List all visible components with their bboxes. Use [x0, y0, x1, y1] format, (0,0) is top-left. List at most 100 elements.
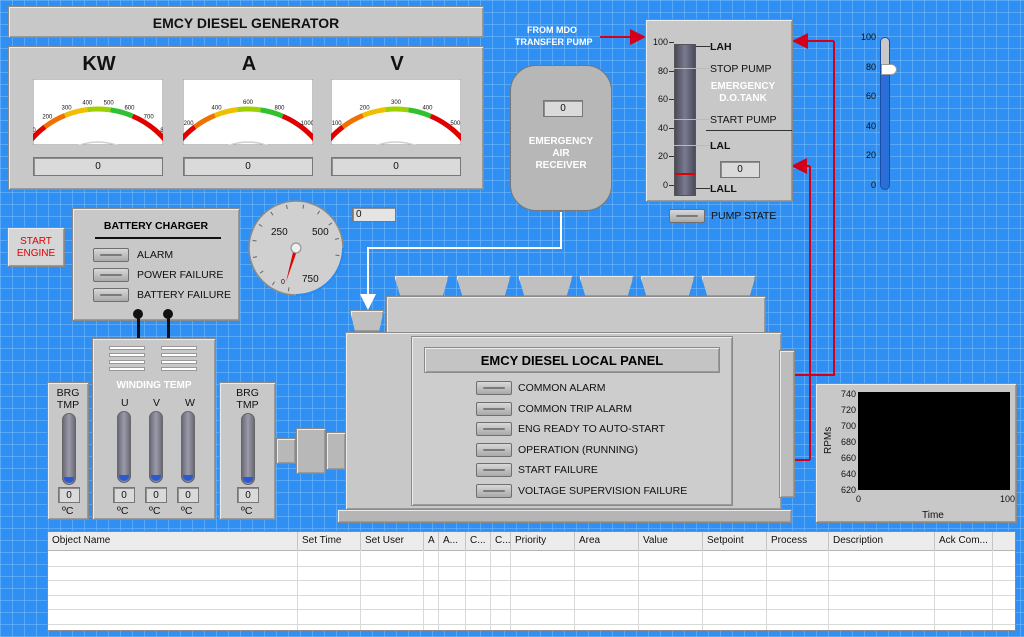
column-header-4[interactable]: A... — [439, 532, 466, 550]
battery-power-failure-led — [93, 268, 129, 282]
phase-u-label: U — [121, 397, 129, 409]
meter-0-tick-7: 700 — [144, 115, 155, 121]
battery-terminal-right — [163, 309, 173, 319]
table-column-line — [934, 550, 935, 630]
column-header-2[interactable]: Set User — [361, 532, 424, 550]
bearing-left-readout: 0 — [58, 487, 80, 503]
rpm-readout: 0 — [352, 207, 396, 222]
engine-base-skid — [337, 509, 792, 523]
column-header-6[interactable]: C... — [491, 532, 511, 550]
battery-failure-led — [93, 288, 129, 302]
battery-failure-label: BATTERY FAILURE — [137, 289, 231, 301]
local-panel-led-1 — [476, 401, 512, 416]
meter-0-tick-1: 100 — [33, 128, 36, 134]
do-tank-scale-tick: 60 — [657, 94, 668, 105]
meter-0: KW01002003004005006007008009500 — [29, 51, 169, 187]
rpm-tick-250: 250 — [271, 227, 288, 238]
level-slider-thumb[interactable] — [881, 64, 897, 75]
local-panel-label-1: COMMON TRIP ALARM — [518, 402, 632, 415]
meter-1-tick-4: 800 — [274, 105, 285, 111]
column-header-10[interactable]: Setpoint — [703, 532, 767, 550]
do-tank-level-tube — [674, 44, 696, 196]
rpm-tick-500: 500 — [312, 227, 329, 238]
bearing-right-line1: BRG — [236, 387, 259, 399]
column-header-7[interactable]: Priority — [511, 532, 575, 550]
local-panel-led-5 — [476, 484, 512, 498]
rpm-gauge-tick-mark — [252, 239, 257, 242]
tank-line-lah — [696, 46, 710, 47]
meter-0-tick-8: 800 — [160, 128, 163, 134]
do-tank-scale-tick: 40 — [657, 122, 668, 133]
rpm-chart-plot-area — [858, 392, 1010, 490]
rpm-gauge-tick-mark — [258, 223, 263, 227]
do-tank-scale-tick: 100 — [652, 37, 668, 47]
do-tank-scale-mark — [669, 70, 674, 72]
do-tank-scale-mark — [669, 42, 674, 43]
table-column-line — [574, 550, 575, 630]
meter-readout-0: 0 — [33, 157, 163, 176]
generator-title-bar: EMCY DIESEL GENERATOR — [8, 6, 484, 38]
column-header-9[interactable]: Value — [639, 532, 703, 550]
bearing-right-readout: 0 — [237, 487, 259, 503]
battery-cable-left — [137, 314, 140, 342]
table-row-line — [48, 580, 1015, 582]
tank-line-lal — [674, 145, 710, 146]
do-tank-scale-mark — [669, 127, 674, 129]
table-row-line — [48, 624, 1015, 625]
air-receiver-line1: EMERGENCY — [528, 136, 594, 147]
table-column-line — [992, 550, 993, 630]
slider-scale-tick: 0 — [870, 180, 876, 190]
column-header-3[interactable]: A — [424, 532, 439, 550]
phase-w-thermometer — [181, 411, 195, 483]
mdo-label-2: TRANSFER PUMP — [515, 37, 593, 47]
column-header-1[interactable]: Set Time — [298, 532, 361, 550]
column-header-12[interactable]: Description — [829, 532, 935, 550]
phase-v-unit: ºC — [149, 505, 161, 517]
meter-2-tick-4: 400 — [422, 105, 433, 111]
column-header-8[interactable]: Area — [575, 532, 639, 550]
local-panel-led-3 — [476, 442, 512, 457]
rpm-chart-ytick: 720 — [841, 405, 856, 415]
bearing-left-line2: TMP — [56, 399, 80, 411]
meter-readout-2: 0 — [331, 157, 461, 176]
air-receiver-readout: 0 — [543, 100, 583, 117]
rpm-gauge-tick-mark — [328, 222, 333, 226]
level-slider-track[interactable] — [880, 37, 890, 190]
do-tank-scale-tick: 0 — [662, 180, 668, 190]
rpm-chart-ytick: 620 — [841, 485, 856, 495]
column-header-13[interactable]: Ack Com... — [935, 532, 993, 550]
meter-face-2: 0100200300400500600 — [331, 79, 461, 145]
meter-2: V 0100200300400500600 0 — [327, 51, 467, 187]
phase-w-fill — [183, 475, 193, 481]
start-engine-button[interactable]: START ENGINE — [7, 227, 65, 267]
local-panel-led-4 — [476, 463, 512, 478]
start-engine-label-1: START — [20, 236, 52, 247]
local-panel-label-0: COMMON ALARM — [518, 382, 606, 394]
rpm-chart-ytick: 680 — [841, 437, 856, 447]
table-column-line — [438, 550, 439, 630]
vent-left-2 — [109, 353, 145, 357]
meter-unit-0: KW — [82, 53, 116, 75]
meter-unit-2: V — [390, 53, 404, 75]
column-header-0[interactable]: Object Name — [48, 532, 298, 550]
engine-cylinder-head — [456, 275, 511, 297]
do-tank-title-1: EMERGENCY — [710, 81, 776, 92]
rpm-gauge-tick-mark — [317, 210, 321, 215]
tank-level-lah: LAH — [710, 41, 732, 53]
phase-v-thermometer — [149, 411, 163, 483]
engine-cylinder-head — [701, 275, 756, 297]
meter-face-0: 0100200300400500600700800950 — [33, 79, 163, 145]
rpm-needle — [286, 248, 298, 282]
local-panel-label-2: ENG READY TO AUTO-START — [518, 423, 666, 436]
column-header-5[interactable]: C... — [466, 532, 491, 550]
bearing-left-fill — [64, 477, 74, 483]
table-column-line — [490, 550, 491, 630]
table-column-line — [766, 550, 767, 630]
column-header-11[interactable]: Process — [767, 532, 829, 550]
meter-1-tick-3: 600 — [243, 100, 254, 106]
winding-temp-title: WINDING TEMP — [116, 380, 192, 391]
